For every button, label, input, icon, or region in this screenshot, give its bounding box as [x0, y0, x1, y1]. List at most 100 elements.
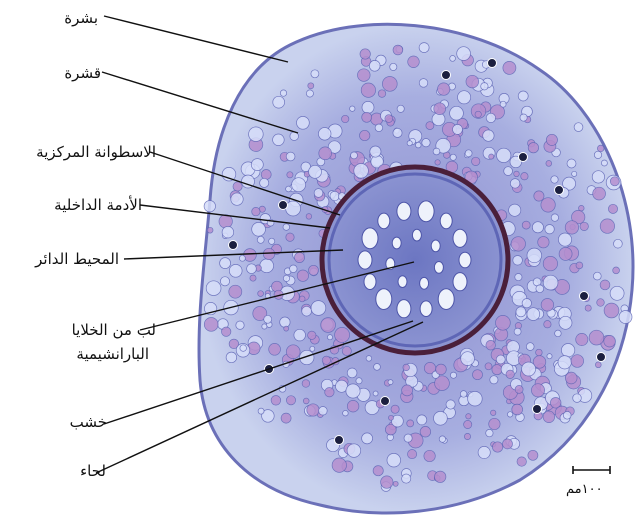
cortex-cell	[306, 90, 313, 97]
cortex-cell	[397, 105, 404, 112]
cortex-cell	[294, 252, 304, 262]
cortex-cell	[515, 274, 522, 281]
cortex-cell	[260, 178, 269, 187]
label-pericycle: المحيط الدائر	[35, 250, 119, 268]
cortex-cell	[262, 324, 267, 329]
cortex-cell	[516, 307, 526, 317]
cortex-cell	[269, 343, 281, 355]
label-pith-line2: البارانشيمية	[76, 345, 149, 363]
cortex-cell	[297, 116, 310, 129]
cortex-cell	[280, 90, 286, 96]
cortex-cell	[366, 356, 372, 362]
cortex-cell	[545, 225, 554, 234]
cortex-cell	[416, 142, 422, 148]
cortex-cell	[260, 259, 274, 273]
xylem-vessel	[364, 274, 376, 290]
cortex-cell	[559, 247, 572, 260]
cortex-cell	[286, 186, 292, 192]
cortex-cell	[486, 340, 496, 350]
cortex-cell	[222, 327, 231, 336]
cortex-cell	[438, 83, 450, 95]
cortex-cell	[390, 63, 397, 70]
cortex-cell	[358, 69, 371, 82]
cortex-cell	[489, 418, 500, 429]
label-xylem: خشب	[70, 413, 107, 431]
cortex-cell	[393, 128, 402, 137]
cortex-cell	[297, 270, 308, 281]
cortex-cell	[600, 219, 614, 233]
cortex-cell	[302, 380, 310, 388]
cortex-cell	[573, 394, 582, 403]
cortex-cell	[472, 157, 480, 165]
cortex-cell	[251, 159, 263, 171]
cortex-cell	[286, 152, 295, 161]
label-vascular-cylinder: الاسطوانة المركزية	[36, 143, 156, 161]
cortex-cell	[354, 164, 369, 179]
cortex-cell	[417, 415, 427, 425]
scale-bar	[573, 466, 610, 474]
dark-stained-cell	[519, 153, 528, 162]
cortex-cell	[362, 112, 372, 122]
cortex-cell	[207, 227, 213, 233]
cortex-cell	[513, 255, 523, 265]
cortex-cell	[362, 433, 373, 444]
cortex-cell	[422, 139, 430, 147]
dark-stained-cell	[580, 292, 589, 301]
cortex-cell	[373, 391, 378, 396]
cortex-cell	[286, 345, 300, 359]
cortex-cell	[522, 221, 530, 229]
dark-stained-cell	[335, 436, 344, 445]
cortex-cell	[538, 237, 549, 248]
cortex-cell	[273, 96, 285, 108]
cortex-cell	[478, 446, 490, 458]
cortex-cell	[492, 442, 502, 452]
cortex-cell	[543, 411, 555, 423]
cortex-cell	[610, 286, 624, 300]
xylem-vessel	[398, 276, 407, 288]
cortex-cell	[551, 214, 558, 221]
cortex-cell	[419, 79, 428, 88]
xylem-vessel	[431, 240, 440, 252]
cortex-cell	[435, 471, 446, 482]
cortex-cell	[310, 346, 315, 351]
label-epidermis: بشرة	[64, 9, 98, 27]
scale-bar-label: ١٠٠مم	[566, 482, 603, 497]
xylem-vessel	[392, 237, 401, 249]
cortex-cell	[485, 363, 492, 370]
cortex-cell	[544, 321, 551, 328]
cortex-cell	[219, 215, 232, 228]
cortex-cell	[600, 280, 610, 290]
cortex-cell	[286, 201, 301, 216]
cortex-cell	[302, 306, 312, 316]
cortex-cell	[361, 83, 375, 97]
cortex-cell	[491, 410, 496, 415]
cortex-cell	[408, 450, 417, 459]
cortex-cell	[507, 412, 512, 417]
cortex-cell	[565, 372, 577, 384]
cortex-cell	[526, 343, 534, 351]
cortex-cell	[280, 317, 290, 327]
cortex-cell	[558, 356, 571, 369]
cortex-cell	[446, 400, 455, 409]
cortex-cell	[561, 344, 574, 357]
cortex-cell	[536, 349, 543, 356]
cortex-cell	[466, 75, 479, 88]
cortex-cell	[351, 152, 358, 159]
cortex-cell	[347, 368, 357, 378]
cortex-cell	[435, 160, 440, 165]
cortex-cell	[546, 161, 552, 167]
cortex-cell	[541, 299, 554, 312]
cortex-cell	[327, 335, 332, 340]
cortex-cell	[613, 267, 620, 274]
cortex-cell	[299, 296, 305, 302]
cortex-cell	[303, 398, 309, 404]
cortex-cell	[511, 237, 525, 251]
cortex-cell	[503, 439, 513, 449]
xylem-vessel	[438, 289, 454, 310]
cortex-cell	[589, 330, 604, 345]
cortex-cell	[261, 170, 271, 180]
cortex-cell	[450, 372, 456, 378]
cortex-cell	[362, 101, 374, 113]
cortex-cell	[402, 385, 413, 396]
cortex-cell	[585, 305, 591, 311]
